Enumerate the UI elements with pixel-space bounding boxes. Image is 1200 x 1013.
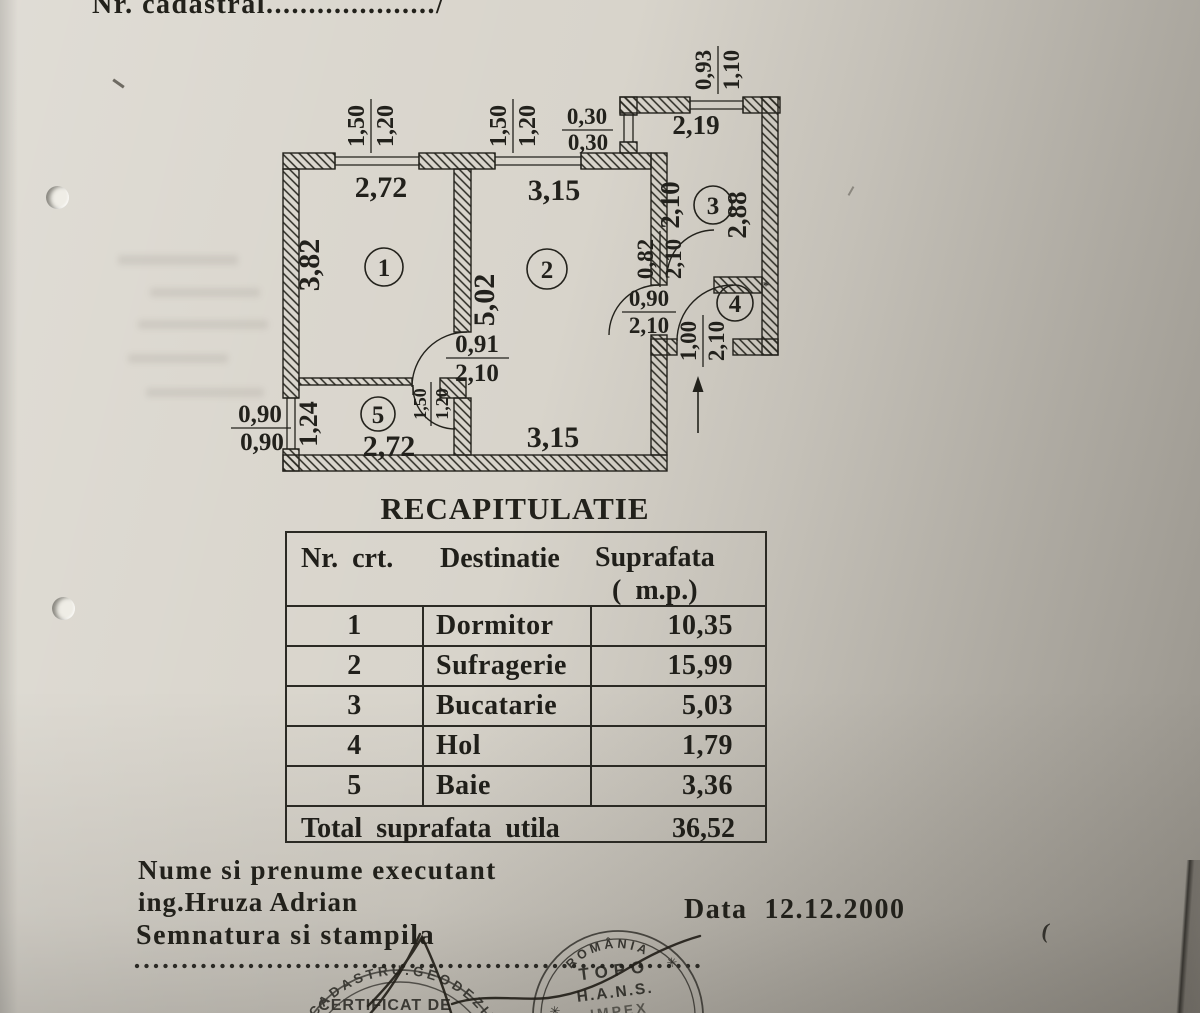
col-unit: ( m.p.)	[612, 575, 698, 606]
dotted-signature-line	[134, 963, 700, 970]
stamp-star-left: ✳	[549, 1003, 562, 1013]
room-1-number: 1	[378, 255, 391, 282]
paper-edge-shadow	[1160, 860, 1200, 1013]
plan-walls	[282, 96, 781, 472]
rotated-fraction-labels: 1,50 1,20 1,50 1,20 0,93 1,10 0,82 2,10 …	[344, 46, 744, 426]
room-4-number: 4	[729, 291, 742, 318]
date-label: Data	[684, 894, 748, 925]
svg-text:1,50: 1,50	[344, 105, 370, 147]
dim-kitchen-door: 0,82 2,10	[633, 231, 686, 287]
recap-title: RECAPITULATIE	[380, 491, 650, 526]
svg-text:2,10: 2,10	[455, 360, 499, 387]
svg-text:0,30: 0,30	[568, 130, 608, 155]
dim-bath-door: 1,50 1,20	[410, 382, 452, 426]
dim-entry-door: 1,00 2,10	[676, 315, 729, 367]
svg-text:0,30: 0,30	[567, 104, 607, 129]
svg-text:0,91: 0,91	[455, 331, 499, 358]
asterisk-mark: *	[763, 278, 770, 293]
svg-text:1,20: 1,20	[515, 105, 541, 147]
date-value: 12.12.2000	[764, 894, 906, 925]
svg-text:2,10: 2,10	[629, 313, 669, 338]
bleedthrough-mark	[128, 354, 228, 363]
punch-hole-top	[46, 186, 69, 209]
col-destinatie: Destinatie	[440, 543, 560, 574]
svg-text:1,20: 1,20	[373, 105, 399, 147]
dim-door-2-4: 0,90 2,10	[622, 286, 676, 338]
room-5-number: 5	[372, 402, 385, 429]
signature-label: Semnatura si stampila	[136, 920, 436, 951]
total-label: Total suprafata utila	[301, 813, 560, 844]
dim-window1: 1,50 1,20	[344, 99, 399, 153]
plan-windows	[283, 97, 744, 450]
ink-fleck	[112, 78, 125, 89]
dim-kitchen-depth: 2,10	[655, 181, 685, 228]
recap-table-header: Nr. crt. Destinatie Suprafata ( m.p.)	[287, 533, 765, 607]
nr-cadastral-caption: Nr. cadastral..................../	[92, 0, 446, 20]
total-value: 36,52	[672, 813, 735, 844]
bleedthrough-mark	[150, 288, 260, 297]
svg-text:0,82: 0,82	[633, 239, 658, 279]
dim-room2-height: 5,02	[468, 274, 501, 327]
dim-room1-height: 3,82	[293, 239, 326, 292]
dimension-labels: 2,72 3,15 2,19 2,72 3,15 3,82 5,02 2,10 …	[293, 110, 769, 463]
svg-text:1,10: 1,10	[719, 50, 744, 90]
col-nr-crt: Nr. crt.	[301, 543, 394, 574]
left-stamp-center-text: CERTIFICAT DE	[318, 997, 452, 1013]
plan-door-arcs	[411, 229, 734, 430]
bleedthrough-mark	[146, 388, 264, 397]
col-suprafata: Suprafata	[595, 542, 715, 573]
punch-hole-bottom	[52, 597, 75, 620]
svg-text:0,90: 0,90	[629, 286, 669, 311]
total-row: Total suprafata utila 36,52	[287, 807, 765, 851]
dim-kitchen-height: 2,88	[722, 191, 752, 238]
stamps-and-signature: DE CADASTRU.GEODEZIE SI CERTIFICAT DE RO…	[289, 930, 704, 1013]
bleedthrough-mark	[118, 255, 238, 265]
bleedthrough-mark	[138, 320, 268, 329]
svg-text:1,20: 1,20	[432, 388, 452, 420]
dim-room2-width-bottom: 3,15	[527, 421, 580, 454]
dim-room5-height: 1,24	[294, 401, 323, 447]
horizontal-fraction-labels: 0,91 2,10 0,90 2,10 0,90 0,90 0,30 0,30	[231, 104, 676, 456]
dim-kitchen-width: 2,19	[672, 110, 719, 140]
ink-fleck	[847, 186, 855, 196]
dim-room5-width: 2,72	[363, 430, 416, 463]
svg-text:1,50: 1,50	[410, 388, 430, 420]
svg-text:0,90: 0,90	[238, 401, 282, 428]
ink-fleck: (	[1039, 917, 1052, 944]
stamp-star-right: ✳	[666, 954, 679, 970]
date-line: Data 12.12.2000	[650, 868, 906, 952]
svg-text:0,93: 0,93	[691, 50, 716, 90]
dim-room1-width: 2,72	[355, 171, 408, 204]
executor-label: Nume si prenume executant	[138, 855, 497, 885]
entrance-arrow-icon	[692, 376, 704, 433]
right-round-stamp: ROMÂNIA TOPO H.A.N.S. IMPEX ✳ ✳	[532, 930, 704, 1013]
dim-step: 0,30 0,30	[562, 104, 613, 155]
dim-bath-window: 0,90 0,90	[231, 401, 291, 456]
svg-text:0,90: 0,90	[240, 429, 284, 456]
dim-door-1-2: 0,91 2,10	[446, 331, 509, 387]
dim-kitchen-window: 0,93 1,10	[691, 46, 744, 94]
room-2-number: 2	[541, 257, 554, 284]
handwritten-signature	[366, 932, 702, 1013]
executor-name: ing.Hruza Adrian	[138, 887, 359, 917]
svg-text:2,10: 2,10	[704, 321, 729, 361]
svg-text:1,00: 1,00	[676, 321, 701, 361]
svg-text:2,10: 2,10	[661, 239, 686, 279]
dim-window2: 1,50 1,20	[486, 99, 541, 153]
dim-room2-width-top: 3,15	[528, 174, 581, 207]
room-number-circles: 1 2 3 4 5	[360, 185, 754, 432]
svg-text:1,50: 1,50	[486, 105, 512, 147]
floor-plan: 1 2 3 4 5 2,72 3,15 2,19 2,72 3,15 3,82 …	[231, 46, 781, 472]
room-3-number: 3	[707, 193, 720, 220]
